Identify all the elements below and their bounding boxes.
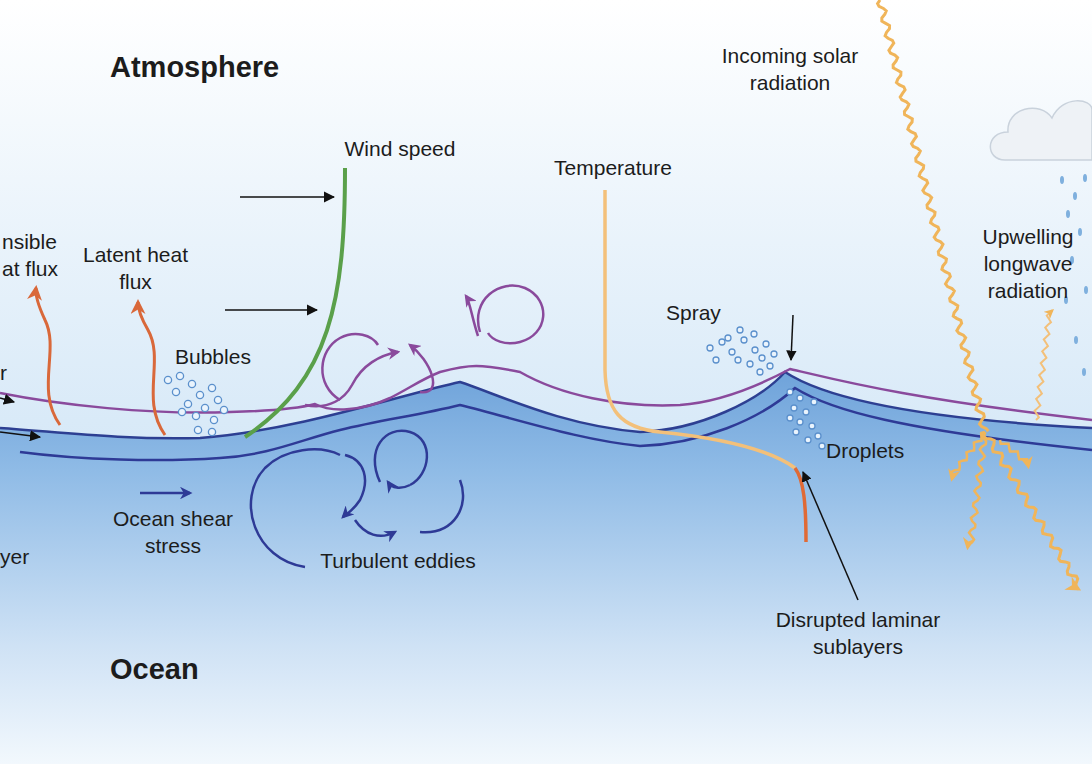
bubble	[210, 416, 217, 423]
droplet	[787, 389, 793, 395]
label: Incoming solar radiation	[700, 42, 880, 96]
radiation-ray	[1035, 310, 1053, 420]
bubble	[172, 388, 179, 395]
spray-drop	[751, 331, 757, 337]
rain-drop	[1082, 368, 1086, 376]
rain-drop	[1083, 174, 1087, 182]
spray-drop	[767, 363, 773, 369]
region-title: Ocean	[110, 652, 199, 686]
droplet	[797, 395, 803, 401]
wind-arrow	[240, 196, 334, 198]
bubble	[188, 380, 195, 387]
radiation-ray	[952, 432, 985, 479]
label: Ocean shear stress	[108, 505, 238, 559]
spray-drop	[737, 327, 743, 333]
label: nsible at flux	[2, 228, 74, 282]
bubble	[164, 376, 171, 383]
label: Disrupted laminar sublayers	[748, 606, 968, 660]
radiation-ray	[1000, 440, 1028, 467]
bubble	[176, 372, 183, 379]
shear-arrow	[140, 492, 190, 495]
temperature-profile	[605, 190, 795, 468]
bubble	[214, 396, 221, 403]
bubble	[184, 400, 191, 407]
ocean-eddies	[251, 431, 463, 567]
droplet	[819, 443, 825, 449]
droplet	[793, 429, 799, 435]
region-title: Atmosphere	[110, 50, 279, 84]
leader-line	[803, 472, 858, 600]
label: Wind speed	[330, 135, 470, 162]
rain-drop	[1073, 192, 1077, 200]
latent-heat-arrow	[138, 302, 165, 435]
rain-drop	[1066, 210, 1070, 218]
spray-drop	[719, 339, 725, 345]
air-sublayer	[0, 366, 1092, 420]
label: Droplets	[826, 437, 904, 464]
bubble	[194, 426, 201, 433]
wind-profile	[245, 168, 345, 437]
radiation-ray	[968, 432, 987, 548]
rain-drop	[1060, 176, 1064, 184]
droplet	[809, 423, 815, 429]
spray-drop	[735, 357, 741, 363]
bubble	[220, 406, 227, 413]
label: Spray	[666, 299, 721, 326]
bubble	[208, 428, 215, 435]
droplet	[811, 399, 817, 405]
wind-arrow	[0, 432, 40, 437]
temperature-profile-ocean	[795, 468, 806, 542]
rain-drop	[1074, 336, 1078, 344]
bubble	[208, 384, 215, 391]
label: Bubbles	[175, 343, 251, 370]
label: Latent heat flux	[78, 241, 193, 295]
wind-arrow	[0, 398, 14, 402]
label: Turbulent eddies	[318, 547, 478, 574]
droplet	[805, 437, 811, 443]
rain-drop	[1084, 286, 1088, 294]
bubble	[178, 408, 185, 415]
spray-drop	[771, 351, 777, 357]
spray-drop	[747, 361, 753, 367]
droplet	[787, 415, 793, 421]
sensible-heat-arrow	[36, 288, 60, 425]
spray-drop	[757, 369, 763, 375]
spray-drop	[752, 347, 758, 353]
bubble	[196, 391, 203, 398]
label: Upwelling longwave radiation	[966, 223, 1090, 304]
bubble	[201, 404, 208, 411]
spray-drop	[759, 355, 765, 361]
spray-drop	[713, 357, 719, 363]
spray-drop	[707, 345, 713, 351]
spray-drop	[725, 335, 731, 341]
radiation-ray	[878, 0, 989, 431]
air-eddies	[305, 286, 543, 407]
rain-drop	[1078, 228, 1082, 236]
rain-cloud	[990, 101, 1092, 160]
radiation-ray	[984, 432, 1079, 589]
droplet	[797, 419, 803, 425]
label: r	[0, 359, 7, 386]
label: yer	[0, 543, 29, 570]
leader-line	[791, 315, 793, 360]
label: Temperature	[538, 154, 688, 181]
spray-drop	[741, 337, 747, 343]
spray-drop	[763, 341, 769, 347]
droplet	[815, 433, 821, 439]
spray-drop	[729, 349, 735, 355]
wind-arrow	[225, 309, 317, 311]
bubble	[192, 412, 199, 419]
effects	[164, 0, 1088, 589]
droplet	[791, 405, 797, 411]
droplet	[803, 409, 809, 415]
